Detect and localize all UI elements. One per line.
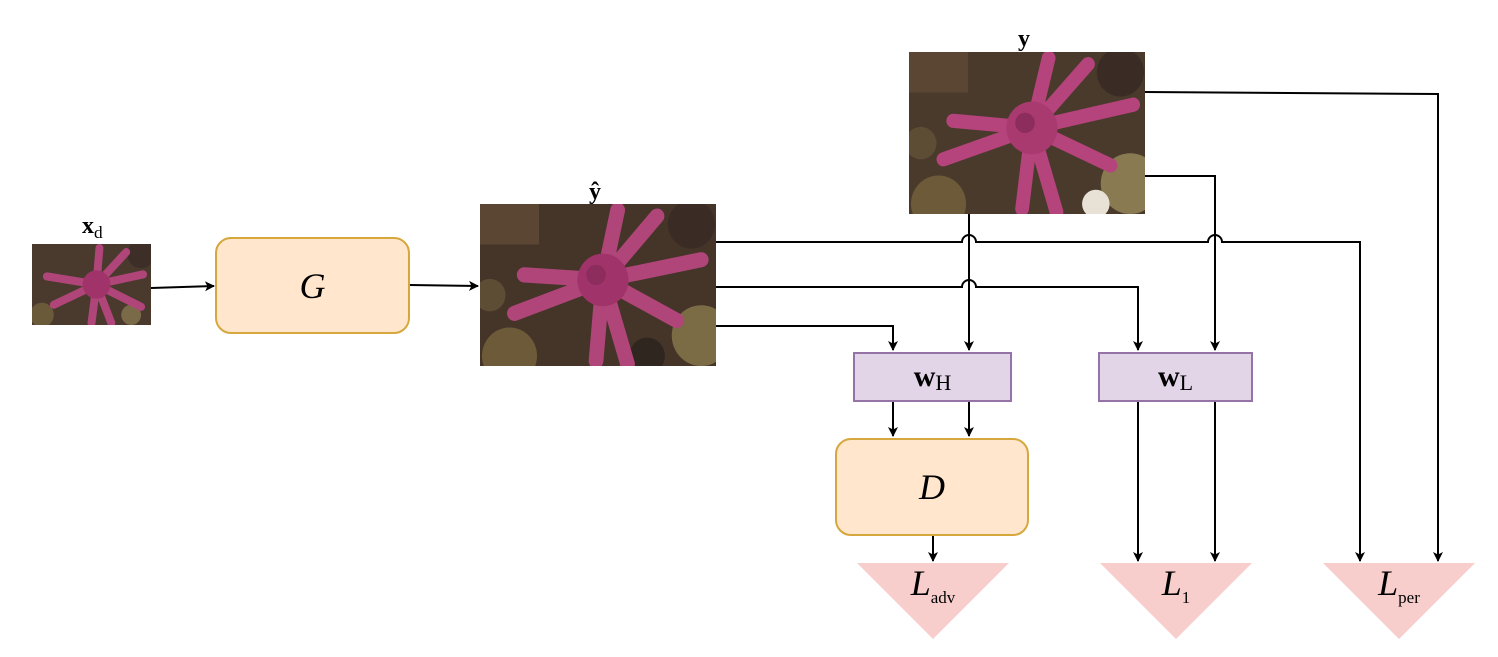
loss-per-triangle: Lper (1323, 563, 1475, 639)
input-image-thumbnail (32, 244, 151, 325)
weight-low-label: wL (1157, 360, 1194, 395)
arrow-target-to-lper (1144, 91, 1443, 562)
loss-adv-triangle: Ladv (857, 563, 1009, 639)
loss-adv-label: Ladv (910, 563, 956, 607)
weight-high-block: wH (853, 352, 1012, 402)
loss-l1-triangle: L1 (1100, 563, 1252, 639)
loss-per-label: Lper (1378, 563, 1420, 607)
discriminator-label: D (919, 467, 945, 507)
arrow-target-to-wl (1145, 175, 1220, 351)
target-image-thumbnail (909, 52, 1145, 214)
input-image-label: xd (82, 213, 103, 242)
generator-block: G (215, 237, 410, 334)
weight-high-label: wH (913, 360, 952, 395)
generator-label: G (299, 265, 326, 306)
arrow-output-to-lper (716, 234, 1365, 562)
target-image-label: y (1018, 26, 1030, 52)
generated-image-thumbnail (480, 204, 716, 366)
generated-image-label: ŷ (589, 179, 601, 205)
weight-low-block: wL (1098, 352, 1253, 402)
arrow-output-to-wh (716, 325, 898, 351)
discriminator-block: D (835, 438, 1029, 536)
arrow-output-to-wl (716, 279, 1143, 351)
arrow-generator-to-output (409, 280, 479, 291)
arrow-input-to-generator (150, 281, 215, 292)
loss-l1-label: L1 (1161, 563, 1191, 607)
